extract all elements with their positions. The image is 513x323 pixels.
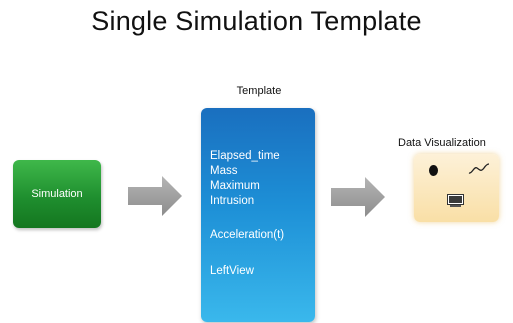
data-visualization-box bbox=[414, 154, 499, 222]
slide-title: Single Simulation Template bbox=[91, 6, 422, 36]
simulation-box: Simulation bbox=[13, 160, 101, 228]
data-visualization-label: Data Visualization bbox=[398, 137, 486, 149]
template-field-mass: Mass bbox=[210, 165, 238, 177]
simulation-label: Simulation bbox=[31, 188, 83, 200]
template-field-maximum: Maximum bbox=[210, 180, 260, 192]
template-header: Template bbox=[236, 85, 282, 97]
template-box: Elapsed_time Mass Maximum Intrusion Acce… bbox=[201, 108, 315, 322]
arrow-right-icon bbox=[331, 177, 385, 217]
monitor-icon bbox=[447, 194, 464, 207]
template-field-elapsed-time: Elapsed_time bbox=[210, 150, 280, 162]
template-field-leftview: LeftView bbox=[210, 265, 254, 277]
dot-icon bbox=[429, 165, 438, 176]
template-field-acceleration: Acceleration(t) bbox=[210, 229, 285, 241]
template-field-intrusion: Intrusion bbox=[210, 195, 255, 207]
arrow-right-icon bbox=[128, 176, 182, 216]
line-chart-icon bbox=[468, 163, 490, 174]
